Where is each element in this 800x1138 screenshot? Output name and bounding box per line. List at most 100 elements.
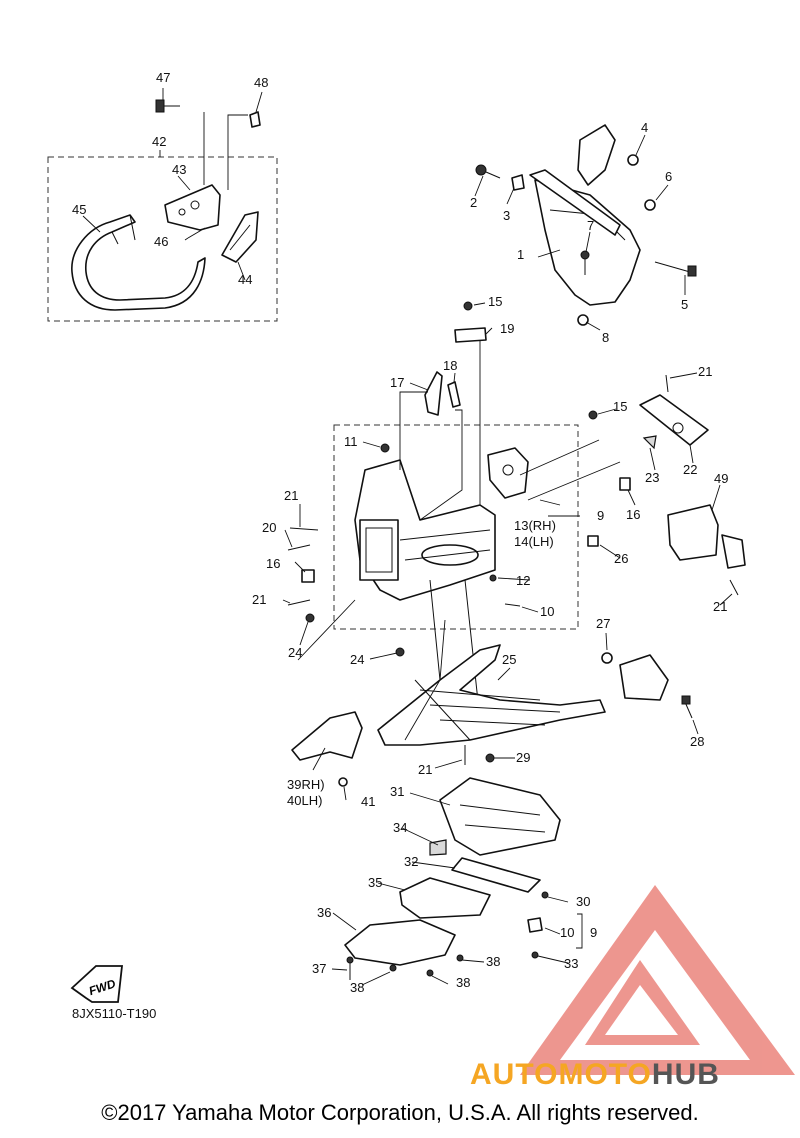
callout-47: 47 [156,70,170,85]
watermark-logo [520,885,795,1075]
callout-18: 18 [443,358,457,373]
nut-27 [601,652,613,664]
bracket-17 [424,371,443,416]
rivet-21 [287,374,739,765]
callout-39: 39RH) [287,777,325,792]
rivet-20 [287,544,311,551]
clip-18 [447,381,461,408]
copyright-footer: ©2017 Yamaha Motor Corporation, U.S.A. A… [101,1100,699,1125]
callout-20: 20 [262,520,276,535]
callout-21a: 21 [698,364,712,379]
callout-1: 1 [517,247,524,262]
callout-19: 19 [500,321,514,336]
callout-30: 30 [576,894,590,909]
nut-41 [338,777,348,787]
bracket-49-side [721,534,746,569]
watermark-part1: AUTOMOTO [470,1058,652,1091]
bracket-27-28 [619,654,669,701]
callout-16b: 16 [266,556,280,571]
callout-13: 13(RH) [514,518,556,533]
callout-24a: 24 [288,645,302,660]
panel-49 [667,504,719,561]
watermark-text: AUTOMOTOHUB [470,1058,720,1092]
bolt-37 [346,956,354,980]
callout-15a: 15 [488,294,502,309]
watermark-part2: HUB [651,1058,720,1091]
fastener-12 [489,574,497,582]
fastener-38b [389,964,397,972]
callout-45: 45 [72,202,86,217]
callout-2: 2 [470,195,477,210]
bolt-5 [654,261,697,277]
callout-41: 41 [361,794,375,809]
callout-42: 42 [152,134,166,149]
callout-8: 8 [602,330,609,345]
fastener-38c [426,969,434,977]
nut-8 [577,314,589,326]
callout-21e: 21 [418,762,432,777]
callout-29: 29 [516,750,530,765]
callout-48: 48 [254,75,268,90]
bracket-44-part [221,211,259,263]
nut-10 [527,917,543,933]
headlight-frame-part [529,124,641,306]
callout-11: 11 [344,434,358,449]
fastener-29 [485,753,495,763]
callout-38b: 38 [350,980,364,995]
clip-34 [429,839,447,856]
callout-12: 12 [516,573,530,588]
clip-16-left [301,569,315,583]
clip-16-right [619,477,631,491]
clip-48 [249,111,261,128]
nut-4 [627,154,639,166]
fastener-33 [531,951,539,959]
callout-3: 3 [503,208,510,223]
callout-44: 44 [238,272,252,287]
guard-32 [451,857,541,893]
callout-34: 34 [393,820,407,835]
callout-21c: 21 [252,592,266,607]
fwd-arrow-icon: FWD [70,965,124,1003]
callout-49: 49 [714,471,728,486]
skid-plate-31 [439,777,561,856]
callout-14: 14(LH) [514,534,554,549]
callout-6: 6 [665,169,672,184]
callout-9a: 9 [597,508,604,523]
callout-4: 4 [641,120,648,135]
callout-46: 46 [154,234,168,249]
fastener-24 [305,613,315,623]
drawing-code: 8JX5110-T190 [72,1006,157,1021]
callout-38c: 38 [456,975,470,990]
callout-31: 31 [390,784,404,799]
rivet-46 [187,227,206,239]
callout-labels: 47 48 42 43 45 46 44 4 2 3 6 7 1 5 8 15 … [72,70,728,995]
nut-6 [644,199,656,211]
callout-28: 28 [690,734,704,749]
callout-32: 32 [404,854,418,869]
grab-bar-part [71,214,206,311]
callout-17: 17 [390,375,404,390]
callout-40: 40LH) [287,793,322,808]
group-42-box [47,156,278,322]
callout-23: 23 [645,470,659,485]
fastener-38a [456,954,464,962]
bracket-19 [454,327,487,343]
callout-5: 5 [681,297,688,312]
callout-21d: 21 [713,599,727,614]
plate-22 [639,394,709,446]
fastener-24b [395,647,405,657]
callout-26: 26 [614,551,628,566]
callout-33: 33 [564,956,578,971]
callout-35: 35 [368,875,382,890]
leader-lines [82,88,733,986]
bracket-13-14 [487,447,529,499]
callout-16a: 16 [626,507,640,522]
fastener-30 [541,891,549,899]
part-10-pin [504,603,521,607]
front-frame-part [354,459,496,721]
callout-10b: 10 [560,925,574,940]
callout-43: 43 [172,162,186,177]
fastener-15b [588,410,598,420]
bolt-28 [681,695,693,719]
